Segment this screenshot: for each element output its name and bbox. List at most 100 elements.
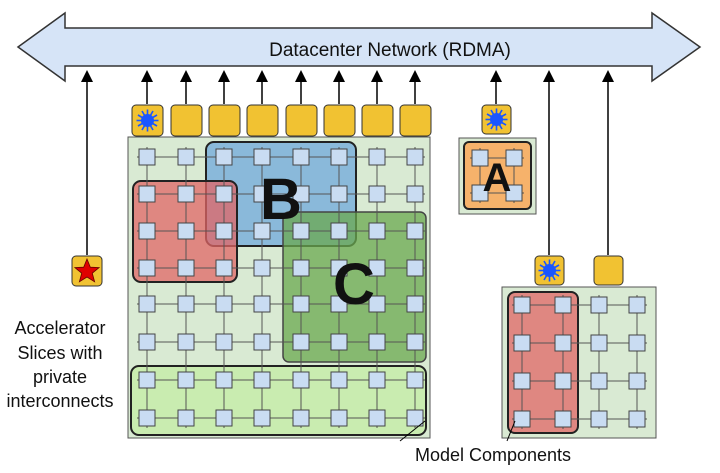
- chip: [177, 259, 195, 277]
- chip: [215, 222, 233, 240]
- sun-core: [543, 264, 556, 277]
- chip: [590, 334, 608, 352]
- right-slice-host-2: [593, 255, 624, 286]
- host-box: [399, 104, 432, 137]
- chip: [138, 259, 156, 277]
- annotation-line-1: Accelerator: [14, 318, 105, 338]
- chip: [471, 149, 489, 167]
- sun-core: [490, 113, 503, 126]
- host-box: [285, 104, 318, 137]
- label-b: B: [260, 167, 302, 232]
- chip: [253, 222, 271, 240]
- chip: [177, 148, 195, 166]
- chip: [628, 334, 646, 352]
- host-box: [246, 104, 279, 137]
- chip: [406, 222, 424, 240]
- right-slice-interconnect: [512, 295, 647, 429]
- sun-icon: [136, 109, 159, 132]
- chip: [406, 148, 424, 166]
- chip: [292, 259, 310, 277]
- annotation-line-2: Slices with: [17, 343, 102, 363]
- chip: [590, 410, 608, 428]
- chip: [138, 185, 156, 203]
- model-components-pointer-2: [506, 420, 516, 442]
- network-title: Datacenter Network (RDMA): [269, 40, 511, 61]
- chip: [253, 371, 271, 389]
- chip: [292, 185, 310, 203]
- chip: [215, 409, 233, 427]
- chip: [471, 184, 489, 202]
- right-slice-red-region: [507, 291, 579, 434]
- chip: [253, 295, 271, 313]
- model-components-pointer-1: [399, 420, 426, 442]
- chip: [513, 296, 531, 314]
- chip: [215, 259, 233, 277]
- chip: [590, 372, 608, 390]
- chip: [628, 372, 646, 390]
- model-components-label: Model Components: [415, 445, 571, 465]
- chip: [406, 371, 424, 389]
- chip: [554, 372, 572, 390]
- chip: [590, 296, 608, 314]
- chip: [215, 295, 233, 313]
- chip: [253, 259, 271, 277]
- chip: [177, 185, 195, 203]
- chip: [292, 371, 310, 389]
- network-arrow: [16, 11, 702, 83]
- host-box: [323, 104, 356, 137]
- chip: [406, 295, 424, 313]
- star-icon: [73, 257, 101, 283]
- sun-icon: [485, 108, 508, 131]
- chip: [138, 222, 156, 240]
- chip: [513, 372, 531, 390]
- large-slice-hosts: [131, 70, 432, 137]
- accelerator-annotation: Accelerator Slices with private intercon…: [6, 318, 113, 411]
- chip: [368, 148, 386, 166]
- chip: [138, 148, 156, 166]
- chip: [177, 333, 195, 351]
- chip: [368, 222, 386, 240]
- chip: [330, 222, 348, 240]
- chip: [406, 333, 424, 351]
- chip: [330, 371, 348, 389]
- annotation-line-4: interconnects: [6, 391, 113, 411]
- chip: [253, 409, 271, 427]
- chip: [513, 410, 531, 428]
- model-region-c: [282, 211, 427, 363]
- chip: [505, 149, 523, 167]
- right-slice-chips: [513, 296, 646, 428]
- chip: [292, 222, 310, 240]
- chip: [330, 148, 348, 166]
- chip: [513, 334, 531, 352]
- chip: [406, 259, 424, 277]
- chip: [368, 371, 386, 389]
- chip: [406, 409, 424, 427]
- chip: [292, 295, 310, 313]
- host-box: [170, 104, 203, 137]
- large-slice-chips: [138, 148, 424, 427]
- chip: [138, 371, 156, 389]
- chip: [138, 409, 156, 427]
- chip: [368, 333, 386, 351]
- chip: [292, 333, 310, 351]
- chip: [253, 185, 271, 203]
- chip: [292, 409, 310, 427]
- chip: [330, 259, 348, 277]
- chip: [368, 409, 386, 427]
- chip: [368, 185, 386, 203]
- chip: [292, 148, 310, 166]
- host-box: [208, 104, 241, 137]
- chip: [177, 409, 195, 427]
- chip: [330, 295, 348, 313]
- chip: [138, 295, 156, 313]
- chip: [554, 334, 572, 352]
- chip: [368, 259, 386, 277]
- slice-a-chips: [471, 149, 523, 202]
- chip: [368, 295, 386, 313]
- chip: [406, 185, 424, 203]
- chip: [215, 333, 233, 351]
- chip: [215, 371, 233, 389]
- chip: [177, 295, 195, 313]
- chip: [253, 148, 271, 166]
